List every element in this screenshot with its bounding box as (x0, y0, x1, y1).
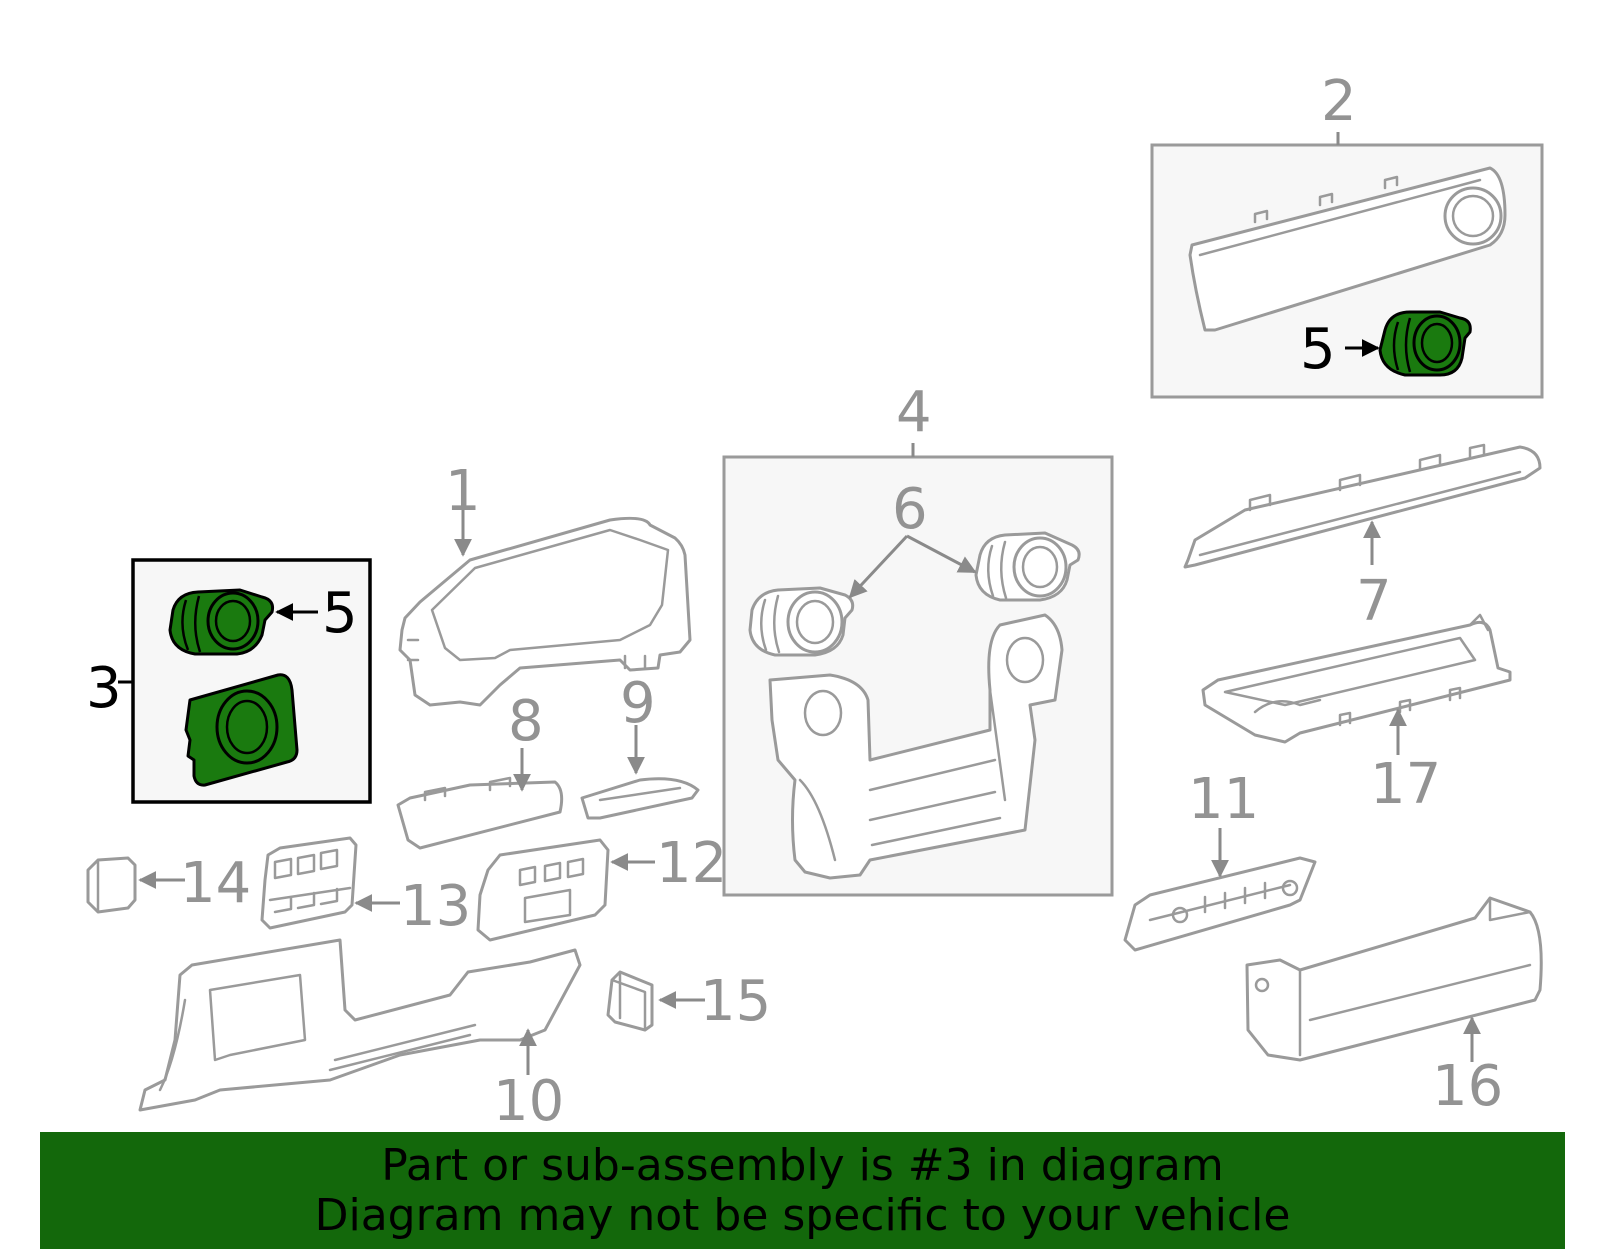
group-box-2 (1150, 143, 1544, 399)
part-10 (138, 938, 582, 1112)
callout-1: 1 (445, 459, 481, 524)
callout-6: 6 (892, 477, 928, 542)
part-16 (1245, 896, 1543, 1062)
callout-8: 8 (508, 689, 544, 754)
callout-7: 7 (1356, 569, 1392, 634)
callout-5-left: 5 (322, 581, 358, 646)
callout-3: 3 (86, 656, 122, 721)
callout-15: 15 (700, 969, 771, 1034)
part-17 (1201, 613, 1512, 744)
group-box-3 (131, 558, 372, 804)
banner-line-2: Diagram may not be specific to your vehi… (314, 1189, 1291, 1241)
callout-17: 17 (1370, 752, 1441, 817)
bezel-3-highlight (184, 673, 299, 787)
part-11 (1123, 856, 1317, 952)
callout-5-upper: 5 (1300, 317, 1336, 382)
callout-14: 14 (180, 851, 251, 916)
callout-12: 12 (656, 831, 727, 896)
banner-line-1: Part or sub-assembly is #3 in diagram (381, 1139, 1224, 1191)
part-13 (260, 836, 358, 930)
vent-5-left-highlight (168, 588, 274, 656)
callout-2: 2 (1321, 69, 1357, 134)
callout-11: 11 (1188, 767, 1259, 832)
part-12 (476, 838, 610, 942)
part-15 (606, 970, 654, 1032)
callout-10: 10 (493, 1069, 564, 1134)
info-banner: Part or sub-assembly is #3 in diagram Di… (40, 1132, 1565, 1249)
callout-9: 9 (620, 671, 656, 736)
part-8 (396, 776, 564, 850)
part-14 (86, 856, 137, 914)
part-9 (580, 777, 700, 820)
callout-4: 4 (896, 380, 932, 445)
callout-16: 16 (1432, 1054, 1503, 1119)
part-7 (1183, 443, 1542, 569)
part-1 (398, 516, 692, 707)
group-box-4 (722, 455, 1114, 897)
vent-5-upper-highlight (1378, 310, 1472, 377)
callout-13: 13 (400, 874, 471, 939)
